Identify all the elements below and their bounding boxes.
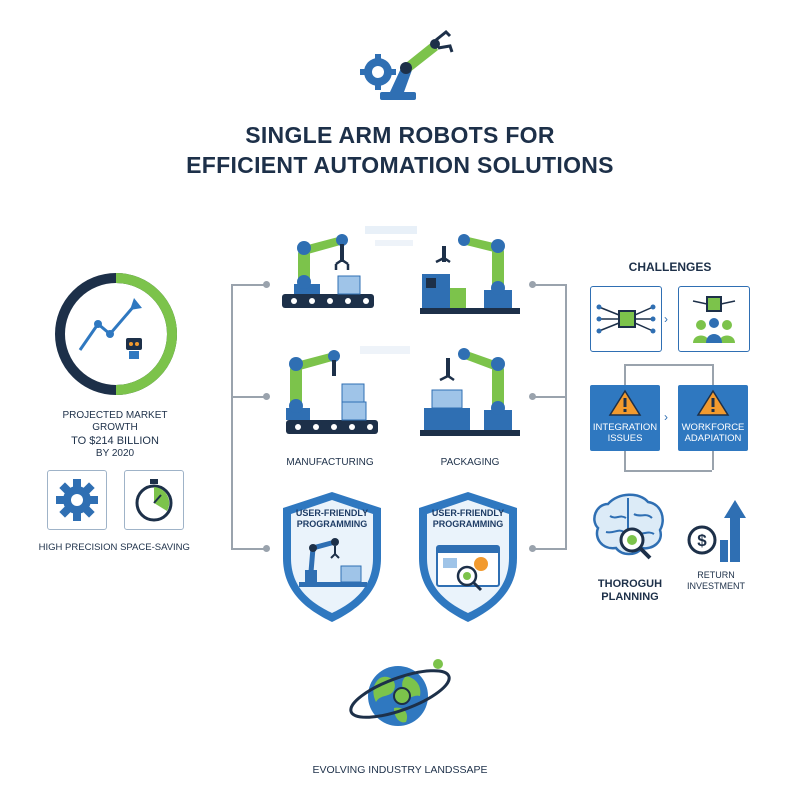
market-line4: BY 2020 bbox=[95, 448, 135, 459]
right-flow-line bbox=[624, 450, 626, 470]
right-connector-mid bbox=[532, 396, 567, 398]
high-precision-card bbox=[47, 470, 107, 530]
integration-line1: INTEGRATION bbox=[592, 422, 658, 433]
high-precision-label: HIGH PRECISION bbox=[38, 542, 118, 553]
challenges-heading: CHALLENGES bbox=[628, 260, 712, 274]
shield2-line1: USER-FRIENDLY bbox=[431, 508, 505, 518]
right-connector-line bbox=[565, 284, 567, 548]
right-connector-dot-mid bbox=[529, 393, 536, 400]
return-investment-icon: $ bbox=[687, 500, 746, 562]
right-connector-top bbox=[532, 284, 567, 286]
manufacturing-robot-icon bbox=[286, 350, 378, 434]
right-connector-dot-top bbox=[529, 281, 536, 288]
right-connector-bottom bbox=[532, 548, 567, 550]
space-saving-label: SPACE-SAVING bbox=[120, 542, 190, 553]
right-flow-line bbox=[624, 364, 712, 366]
arrow-right-icon: › bbox=[664, 312, 668, 326]
stopwatch-icon bbox=[135, 479, 173, 522]
workforce-line1: WORKFORCE bbox=[681, 422, 745, 433]
left-connector-line bbox=[231, 284, 233, 548]
manufacturing-robot-icon bbox=[282, 234, 374, 308]
left-connector-top bbox=[231, 284, 266, 286]
workforce-line2: ADAPIATION bbox=[684, 433, 742, 444]
page-title-line2: EFFICIENT AUTOMATION SOLUTIONS bbox=[186, 152, 614, 178]
left-connector-dot-top bbox=[263, 281, 270, 288]
market-line2: GROWTH bbox=[92, 422, 138, 433]
right-flow-line bbox=[624, 364, 626, 386]
shield-badge-icon bbox=[283, 492, 381, 622]
packaging-robot-icon bbox=[420, 348, 520, 436]
shield1-line1: USER-FRIENDLY bbox=[295, 508, 369, 518]
return-line2: INVESTMENT bbox=[686, 581, 745, 591]
arrow-right-icon: › bbox=[664, 410, 668, 424]
return-line1: RETURN bbox=[697, 570, 735, 580]
evolving-landscape-label: EVOLVING INDUSTRY LANDSSAPE bbox=[312, 764, 488, 776]
packaging-label: PACKAGING bbox=[440, 457, 500, 468]
market-line1: PROJECTED MARKET bbox=[62, 410, 168, 421]
integration-line2: ISSUES bbox=[607, 433, 643, 444]
space-saving-card bbox=[124, 470, 184, 530]
planning-line2: PLANNING bbox=[601, 591, 659, 603]
robot-arm-logo-icon bbox=[360, 29, 454, 100]
faint-text-placeholder bbox=[365, 226, 417, 234]
right-flow-line bbox=[712, 364, 714, 386]
team-chip-icon bbox=[692, 296, 736, 343]
warning-icon bbox=[608, 389, 642, 416]
integration-issues-card: INTEGRATION ISSUES bbox=[590, 385, 660, 451]
right-flow-line bbox=[712, 450, 714, 470]
chip-card bbox=[590, 286, 662, 352]
brain-planning-icon bbox=[593, 493, 664, 560]
page-title-line1: SINGLE ARM ROBOTS FOR bbox=[245, 122, 555, 148]
faint-text-placeholder bbox=[360, 346, 410, 354]
manufacturing-label: MANUFACTURING bbox=[286, 457, 374, 468]
microchip-icon bbox=[596, 304, 656, 334]
market-growth-ring-icon bbox=[55, 273, 177, 395]
market-line3: TO $214 BILLION bbox=[71, 435, 159, 447]
shield-badge-icon bbox=[419, 492, 517, 622]
right-flow-line bbox=[624, 470, 712, 472]
left-connector-dot-mid bbox=[263, 393, 270, 400]
left-connector-dot-bottom bbox=[263, 545, 270, 552]
planning-line1: THOROGUH bbox=[597, 578, 663, 590]
right-connector-dot-bottom bbox=[529, 545, 536, 552]
gear-icon bbox=[56, 479, 98, 521]
svg-text:$: $ bbox=[697, 531, 707, 550]
warning-icon bbox=[696, 389, 730, 416]
shield2-line2: PROGRAMMING bbox=[432, 519, 504, 529]
faint-text-placeholder bbox=[375, 240, 413, 246]
globe-orbit-icon bbox=[349, 659, 451, 726]
left-connector-mid bbox=[231, 396, 266, 398]
workforce-adaptation-card: WORKFORCE ADAPIATION bbox=[678, 385, 748, 451]
packaging-robot-icon bbox=[420, 234, 520, 314]
shield1-line2: PROGRAMMING bbox=[296, 519, 368, 529]
left-connector-bottom bbox=[231, 548, 266, 550]
team-chip-card bbox=[678, 286, 750, 352]
